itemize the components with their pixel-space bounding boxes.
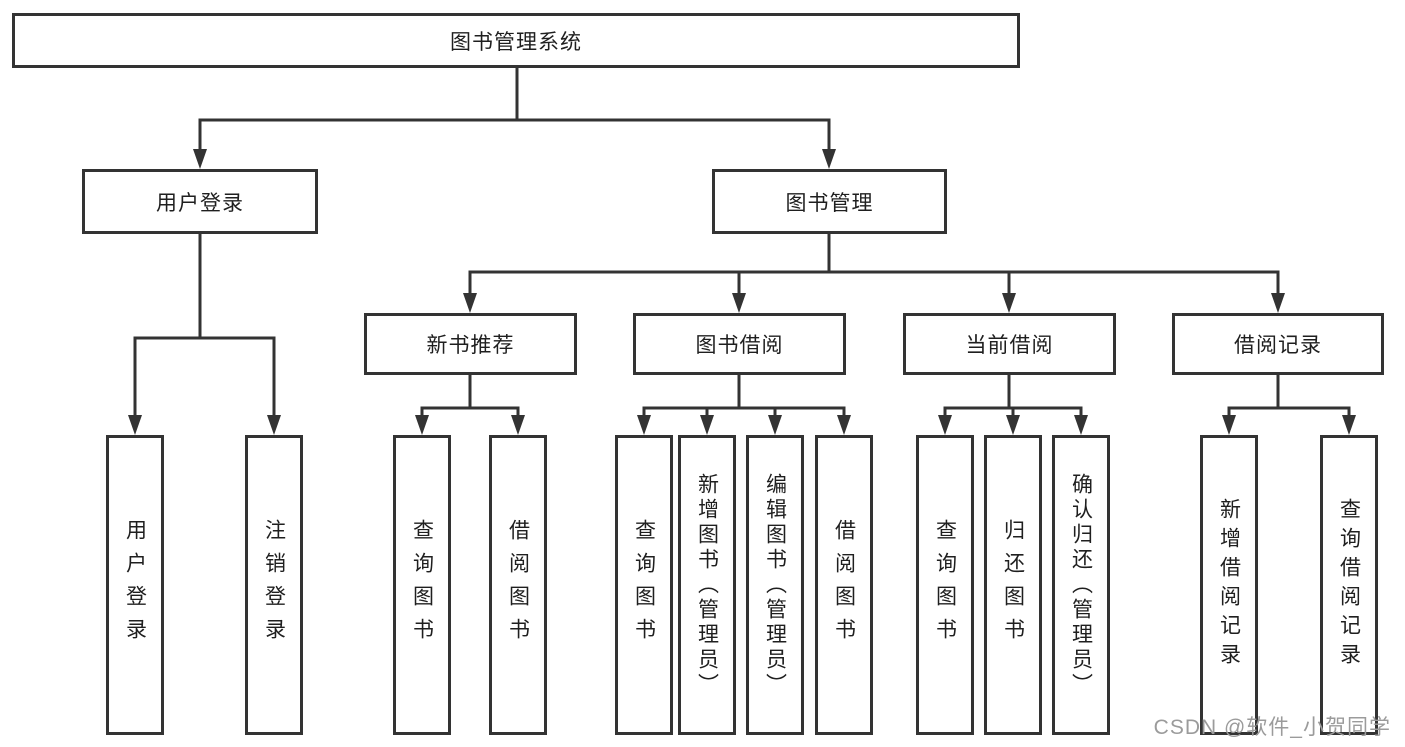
leaf-label: 新增借阅记录 — [1217, 498, 1241, 672]
arrowhead — [837, 415, 851, 435]
arrowhead — [463, 293, 477, 313]
branch-label: 图书管理 — [785, 191, 874, 215]
arrowhead — [938, 415, 952, 435]
leaf-add-book-admin: 新增图书（管理员） — [678, 435, 736, 735]
arrowhead — [1271, 293, 1285, 313]
leaf-query-book-current: 查询图书 — [916, 435, 974, 735]
section-current-borrow: 当前借阅 — [903, 313, 1116, 375]
leaf-user-login: 用户登录 — [106, 435, 164, 735]
leaf-label: 查询借阅记录 — [1337, 498, 1361, 672]
arrowhead — [822, 149, 836, 169]
connector-borrow-to-leaves — [642, 375, 846, 416]
arrowhead — [1006, 415, 1020, 435]
branch-book-management: 图书管理 — [712, 169, 947, 234]
arrowhead — [637, 415, 651, 435]
root-node-label: 图书管理系统 — [450, 30, 582, 54]
leaf-logout-login: 注销登录 — [245, 435, 303, 735]
leaf-return-book: 归还图书 — [984, 435, 1042, 735]
branch-user-login: 用户登录 — [82, 169, 318, 234]
leaf-query-book-borrow: 查询图书 — [615, 435, 673, 735]
arrowhead — [732, 293, 746, 313]
leaf-label: 归还图书 — [1001, 519, 1025, 651]
section-new-book-recommend: 新书推荐 — [364, 313, 577, 375]
arrowhead — [768, 415, 782, 435]
section-borrow-records: 借阅记录 — [1172, 313, 1384, 375]
arrowhead — [511, 415, 525, 435]
leaf-label: 借阅图书 — [832, 519, 856, 651]
section-label: 新书推荐 — [426, 334, 515, 357]
connector-current-to-leaves — [943, 375, 1083, 416]
arrowhead — [1002, 293, 1016, 313]
arrowhead — [267, 415, 281, 435]
section-book-borrow: 图书借阅 — [633, 313, 846, 375]
connector-bookmgmt-to-sections — [468, 234, 1280, 294]
leaf-label: 查询图书 — [410, 519, 434, 651]
leaf-add-borrow-record: 新增借阅记录 — [1200, 435, 1258, 735]
leaf-label: 查询图书 — [632, 519, 656, 651]
leaf-label: 编辑图书（管理员） — [763, 472, 787, 698]
section-label: 借阅记录 — [1234, 334, 1322, 357]
arrowhead — [128, 415, 142, 435]
leaf-label: 新增图书（管理员） — [695, 472, 719, 698]
root-node-library-system: 图书管理系统 — [12, 13, 1020, 68]
leaf-label: 借阅图书 — [506, 519, 530, 651]
leaf-query-book-newrec: 查询图书 — [393, 435, 451, 735]
section-label: 当前借阅 — [965, 334, 1054, 357]
arrowhead — [1342, 415, 1356, 435]
arrowhead — [193, 149, 207, 169]
arrowhead — [1074, 415, 1088, 435]
leaf-borrow-book: 借阅图书 — [815, 435, 873, 735]
csdn-watermark: CSDN @软件_小贺同学 — [1153, 716, 1391, 739]
arrowhead — [1222, 415, 1236, 435]
arrowhead — [700, 415, 714, 435]
connector-newbook-to-leaves — [420, 375, 520, 416]
leaf-confirm-return-admin: 确认归还（管理员） — [1052, 435, 1110, 735]
leaf-label: 确认归还（管理员） — [1069, 472, 1093, 698]
connector-userlogin-to-leaves — [133, 234, 276, 416]
leaf-label: 注销登录 — [262, 519, 286, 651]
leaf-label: 用户登录 — [123, 519, 147, 651]
leaf-edit-book-admin: 编辑图书（管理员） — [746, 435, 804, 735]
section-label: 图书借阅 — [695, 334, 784, 357]
branch-label: 用户登录 — [156, 191, 244, 215]
leaf-query-borrow-record: 查询借阅记录 — [1320, 435, 1378, 735]
leaf-borrow-book-newrec: 借阅图书 — [489, 435, 547, 735]
connector-records-to-leaves — [1227, 375, 1351, 416]
arrowhead — [415, 415, 429, 435]
connector-root-to-level2 — [198, 68, 831, 150]
leaf-label: 查询图书 — [933, 519, 957, 651]
